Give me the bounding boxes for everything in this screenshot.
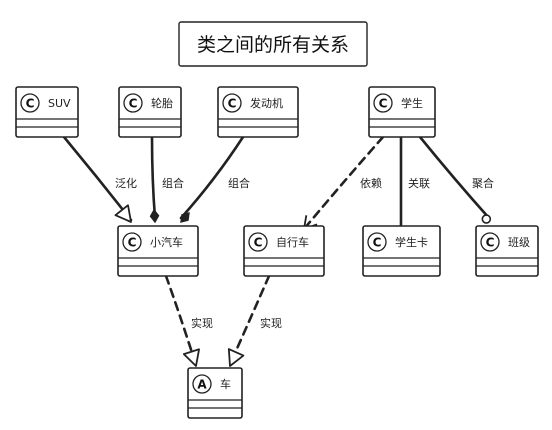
class-node-suv-name: SUV [48,97,71,110]
edge-bike-to-vehicle-head [227,348,245,367]
edge-suv-to-car-hollow-triangle [114,204,132,223]
class-node-engine-stereotype-icon [222,93,242,113]
class-node-vehicle-name: 车 [220,377,231,391]
class-node-engine-stereotype-letter: C [228,97,237,111]
edge-student-to-class-hollow-circle [481,214,492,224]
class-node-class-box [475,225,539,277]
class-node-class-stereotype-icon [480,232,500,252]
class-node-class-name: 班级 [508,236,530,249]
class-node-car-stereotype-letter: C [128,236,137,250]
class-node-tire-name: 轮胎 [151,96,173,110]
edge-engine-to-car-head [180,212,190,223]
class-node-student[interactable]: C 学生 [368,86,436,138]
edge-suv-to-car-head [114,204,132,223]
edge-car-to-vehicle: 实现 [164,274,213,367]
class-node-car-name: 小汽车 [150,235,183,249]
edge-tire-to-car: 组合 [149,135,184,224]
class-node-engine-name: 发动机 [250,96,283,110]
class-node-suv-box [15,86,79,138]
class-node-suv[interactable]: C SUV [15,86,79,138]
class-node-bike-name: 自行车 [276,235,309,249]
edge-tire-to-car-label: 组合 [162,176,184,190]
class-node-card-stereotype-letter: C [373,236,382,250]
diagram-title-text: 类之间的所有关系 [197,34,349,56]
edge-car-to-vehicle-line [164,274,197,364]
edge-engine-to-car-line [179,135,245,220]
diagram-title-box [178,21,368,67]
class-node-card-name: 学生卡 [395,235,428,249]
class-node-student-name: 学生 [401,96,423,110]
edge-student-to-bike-line [302,135,385,231]
class-node-class-stereotype-letter: C [486,236,495,250]
class-node-bike-stereotype-letter: C [254,236,263,250]
class-node-vehicle-stereotype-icon [192,374,212,394]
edge-student-to-class-label: 聚合 [472,176,494,190]
class-node-car-stereotype-icon [122,232,142,252]
diagram-title: 类之间的所有关系 [178,21,368,67]
edge-engine-to-car: 组合 [179,135,250,223]
edge-student-to-class-line [418,135,491,220]
edge-car-to-vehicle-label: 实现 [191,316,213,330]
edge-tire-to-car-head [149,208,160,224]
class-node-card[interactable]: C 学生卡 [362,225,441,277]
edge-car-to-vehicle-hollow-triangle [182,348,200,367]
class-node-tire-stereotype-letter: C [129,97,138,111]
class-node-tire-stereotype-icon [123,93,143,113]
edge-tire-to-car-line [150,135,157,220]
edge-suv-to-car-label: 泛化 [115,176,137,190]
edge-student-to-card: 关联 [399,135,430,228]
edge-student-to-class: 聚合 [418,135,494,224]
edge-student-to-card-label: 关联 [408,176,430,190]
class-node-student-stereotype-icon [373,93,393,113]
class-node-bike-stereotype-icon [248,232,268,252]
class-node-student-stereotype-letter: C [379,97,388,111]
edge-bike-to-vehicle-label: 实现 [260,316,282,330]
class-node-card-stereotype-icon [367,232,387,252]
class-node-tire[interactable]: C 轮胎 [118,86,182,138]
edge-engine-to-car-label: 组合 [228,176,250,190]
class-node-tire-box [118,86,182,138]
edge-student-to-class-head [481,214,492,224]
edge-bike-to-vehicle-hollow-triangle [227,348,245,367]
class-node-class[interactable]: C 班级 [475,225,539,277]
edge-tire-to-car-filled-diamond [149,208,160,224]
class-node-vehicle-box [187,367,243,419]
edge-suv-to-car: 泛化 [62,135,137,223]
edge-bike-to-vehicle: 实现 [227,274,282,367]
class-node-vehicle-stereotype-letter: A [197,378,207,392]
class-node-bike[interactable]: C 自行车 [243,225,325,277]
class-node-car[interactable]: C 小汽车 [117,225,199,277]
edge-student-to-bike: 依赖 [302,135,385,231]
class-node-suv-stereotype-icon [20,93,40,113]
edge-car-to-vehicle-head [182,348,200,367]
class-node-engine[interactable]: C 发动机 [217,86,299,138]
class-node-suv-stereotype-letter: C [26,97,35,111]
edge-student-to-bike-label: 依赖 [360,177,382,190]
edge-engine-to-car-filled-diamond [180,212,190,223]
